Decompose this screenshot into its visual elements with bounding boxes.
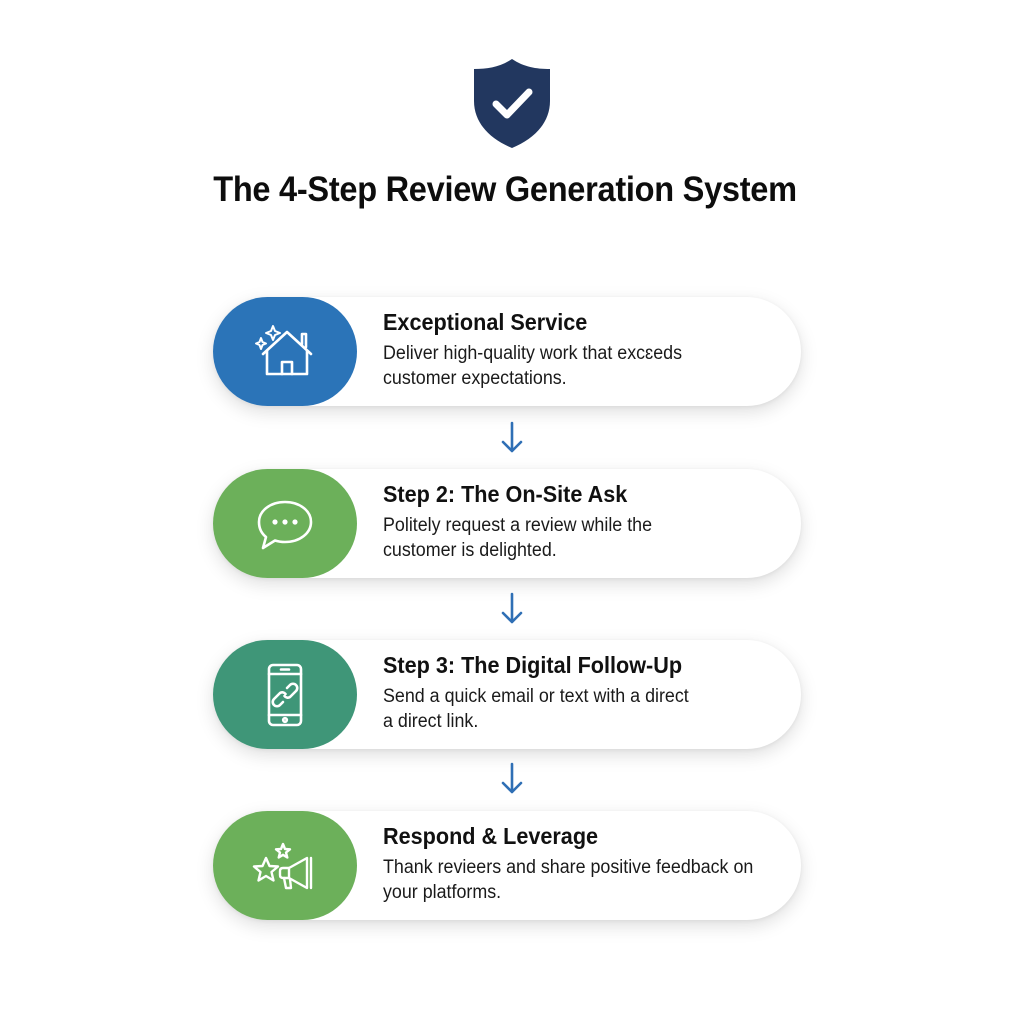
step-description-line: Deliver high-quality work that excɛeds xyxy=(383,343,683,364)
step-3-icon-badge xyxy=(213,640,357,749)
arrow-down-icon xyxy=(501,762,523,794)
step-description: Thank revieers and share positive feedba… xyxy=(383,855,815,905)
step-description-line: Thank revieers and share positive feedba… xyxy=(383,857,754,878)
step-1-icon-badge xyxy=(213,297,357,406)
step-description-line: customer is delighted. xyxy=(383,540,557,561)
step-description: Politely request a review while the cust… xyxy=(383,513,787,563)
page-title: The 4-Step Review Generation System xyxy=(213,170,797,209)
step-description-line: Send a quick email or text with a direct xyxy=(383,686,689,707)
step-2-icon-badge xyxy=(213,469,357,578)
step-title: Step 2: The On-Site Ask xyxy=(383,481,628,507)
step-4-icon-badge xyxy=(213,811,357,920)
arrow-down-icon xyxy=(501,421,523,453)
step-description: Send a quick email or text with a direct… xyxy=(383,684,787,734)
shield-check-icon xyxy=(474,59,550,148)
phone-link-icon xyxy=(267,663,303,726)
stars-megaphone-icon xyxy=(252,842,313,889)
step-title: Step 3: The Digital Follow-Up xyxy=(383,652,683,678)
step-card-2: Step 2: The On-Site Ask Politely request… xyxy=(213,469,801,578)
step-description-line: Politely request a review while the xyxy=(383,515,653,536)
arrow-down-icon xyxy=(501,592,523,624)
step-card-1: Exceptional Service Deliver high-quality… xyxy=(213,297,801,406)
step-description-line: a direct link. xyxy=(383,711,479,732)
step-title: Respond & Leverage xyxy=(383,823,599,849)
house-sparkle-icon xyxy=(255,324,313,375)
step-title: Exceptional Service xyxy=(383,309,588,335)
step-card-4: Respond & Leverage Thank revieers and sh… xyxy=(213,811,801,920)
step-description-line: your platforms. xyxy=(383,882,502,903)
step-description-line: customer expectations. xyxy=(383,368,567,389)
step-card-3: Step 3: The Digital Follow-Up Send a qui… xyxy=(213,640,801,749)
chat-bubble-icon xyxy=(257,500,313,549)
step-description: Deliver high-quality work that excɛeds c… xyxy=(383,341,787,391)
